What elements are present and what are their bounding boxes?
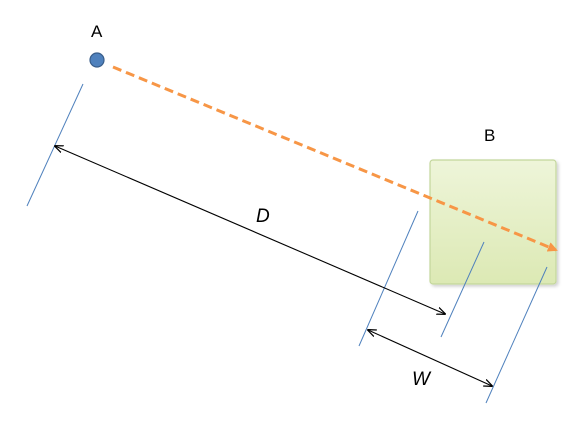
width-label: W bbox=[412, 369, 432, 390]
point-a-label: A bbox=[91, 22, 103, 41]
guide-line-start bbox=[26, 83, 84, 207]
start-point bbox=[89, 52, 105, 68]
distance-label: D bbox=[256, 206, 270, 227]
guide-line-far-edge bbox=[485, 266, 548, 404]
width-dimension-line bbox=[368, 330, 492, 386]
trajectory-arrow bbox=[112, 65, 558, 252]
guide-line-center bbox=[440, 241, 485, 338]
target-box bbox=[429, 159, 557, 285]
target-b-label: B bbox=[484, 126, 495, 145]
guide-line-near-edge bbox=[358, 210, 419, 347]
distance-dimension-line bbox=[55, 146, 445, 314]
